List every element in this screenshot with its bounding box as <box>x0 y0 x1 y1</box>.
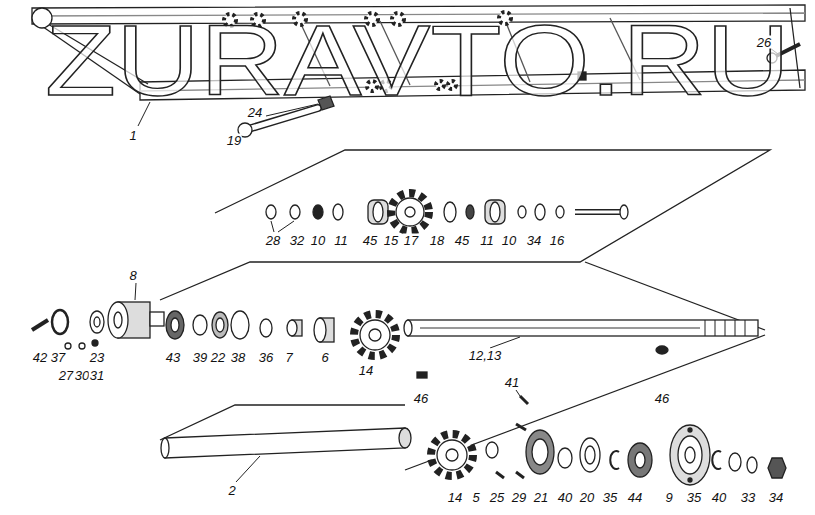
callout-number: 14 <box>447 491 463 504</box>
watermark: ZURAVTO.RU <box>45 10 790 110</box>
callout-number: 39 <box>192 351 208 364</box>
callout-number: 14 <box>358 364 374 377</box>
callout-number: 37 <box>50 351 66 364</box>
callout-number: 30 <box>74 369 90 382</box>
callout-number: 46 <box>654 392 670 405</box>
callout-number: 15 <box>383 234 399 247</box>
callout-number: 10 <box>310 234 326 247</box>
callout-number: 35 <box>686 491 702 504</box>
callout-number: 10 <box>501 234 517 247</box>
callout-number: 11 <box>333 234 349 247</box>
callout-number: 45 <box>362 234 378 247</box>
callout-number: 7 <box>284 351 293 364</box>
callout-number: 41 <box>504 376 520 389</box>
callout-number: 16 <box>549 234 565 247</box>
callout-number: 36 <box>258 351 274 364</box>
callout-number: 28 <box>265 234 281 247</box>
callout-number: 40 <box>711 491 727 504</box>
callout-number: 5 <box>471 491 480 504</box>
callout-number: 29 <box>511 491 527 504</box>
callout-number: 23 <box>89 351 105 364</box>
callout-number: 2 <box>227 484 236 497</box>
callout-number: 17 <box>403 234 419 247</box>
callout-number: 43 <box>165 351 181 364</box>
callout-number: 31 <box>89 369 105 382</box>
callout-number: 20 <box>579 491 595 504</box>
callout-number: 42 <box>32 351 48 364</box>
callout-number: 12,13 <box>468 349 503 362</box>
callout-number: 26 <box>756 36 772 49</box>
callout-number: 1 <box>128 129 137 142</box>
callout-number: 32 <box>289 234 305 247</box>
callout-number: 45 <box>454 234 470 247</box>
callout-number: 40 <box>557 491 573 504</box>
callout-number: 6 <box>320 351 329 364</box>
callout-number: 24 <box>247 106 263 119</box>
callout-number: 35 <box>602 491 618 504</box>
callout-number: 44 <box>627 491 643 504</box>
callout-number: 21 <box>533 491 549 504</box>
callout-number: 38 <box>230 351 246 364</box>
callout-number: 11 <box>479 234 495 247</box>
callout-number: 8 <box>128 269 137 282</box>
callout-number: 27 <box>58 369 74 382</box>
callout-number: 34 <box>768 491 784 504</box>
callout-number: 9 <box>664 491 673 504</box>
callout-number: 22 <box>210 351 226 364</box>
callout-number: 34 <box>526 234 542 247</box>
callout-number: 33 <box>740 491 756 504</box>
callout-number: 46 <box>413 392 429 405</box>
callout-number: 19 <box>226 134 242 147</box>
callout-number: 18 <box>429 234 445 247</box>
callout-number: 25 <box>489 491 505 504</box>
